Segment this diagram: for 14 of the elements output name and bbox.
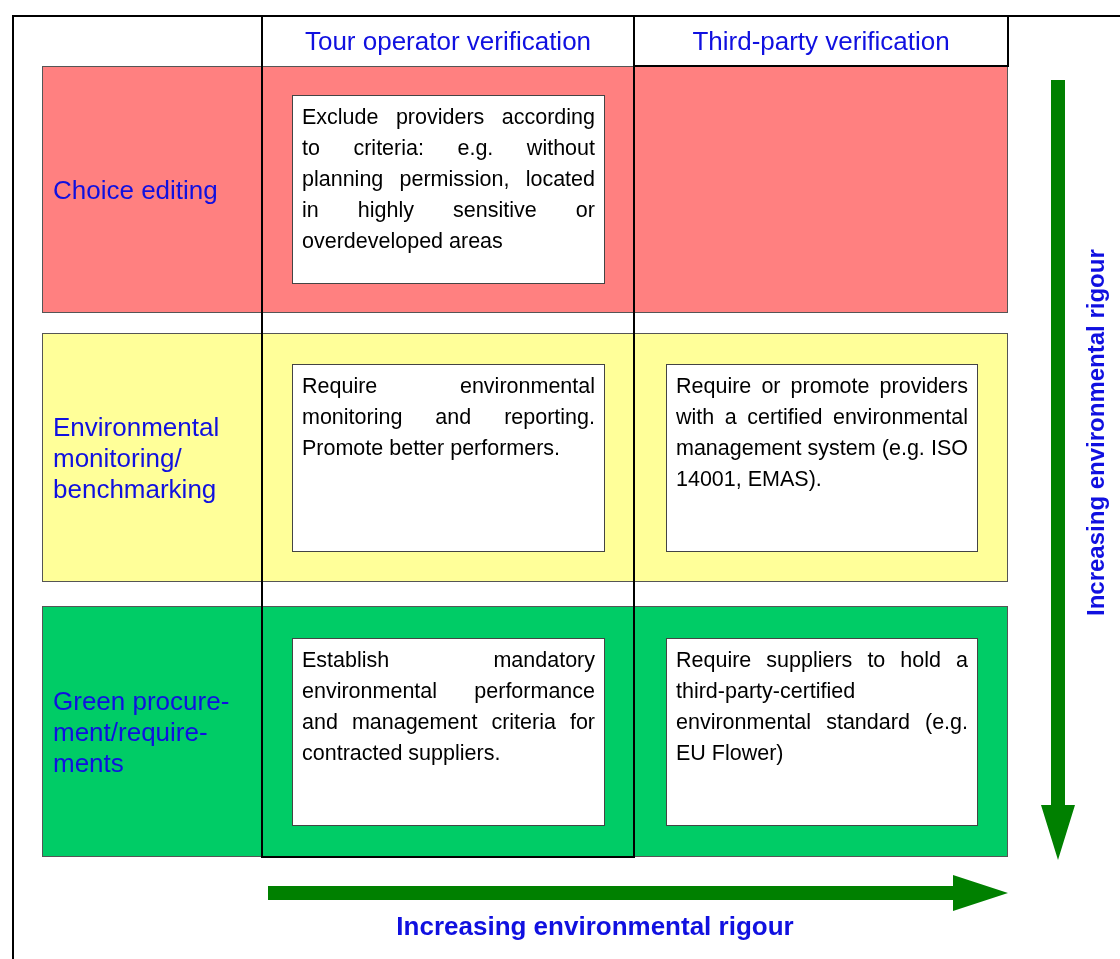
row-heading: Green procure- ment/require- ments <box>53 685 231 778</box>
text-box: Require environmental monitoring and reporting. Promote better performers. <box>292 364 605 552</box>
row-heading: Choice editing <box>53 174 219 205</box>
column-outline <box>261 15 635 858</box>
column-heading: Third-party verification <box>691 26 951 57</box>
text-box: Require suppliers to hold a third-party-certified environmental standard (e.g. EU Flower) <box>666 638 978 826</box>
axis-label: Increasing environmental rigour <box>1081 248 1110 619</box>
column-heading: Tour operator verification <box>303 26 593 57</box>
text-box: Require or promote providers with a certified environmental management system (e.g. ISO 14001, EMAS). <box>666 364 978 552</box>
axis-label: Increasing environmental rigour <box>395 910 795 942</box>
text-box: Establish mandatory environmental performance and management criteria for contracted suppliers. <box>292 638 605 826</box>
row-heading: Environmental monitoring/ benchmarking <box>53 411 221 504</box>
text-box: Exclude providers according to criteria: e.g. without planning permission, located in highly sensitive or overdeveloped areas <box>292 95 605 284</box>
column-outline <box>633 15 1009 67</box>
